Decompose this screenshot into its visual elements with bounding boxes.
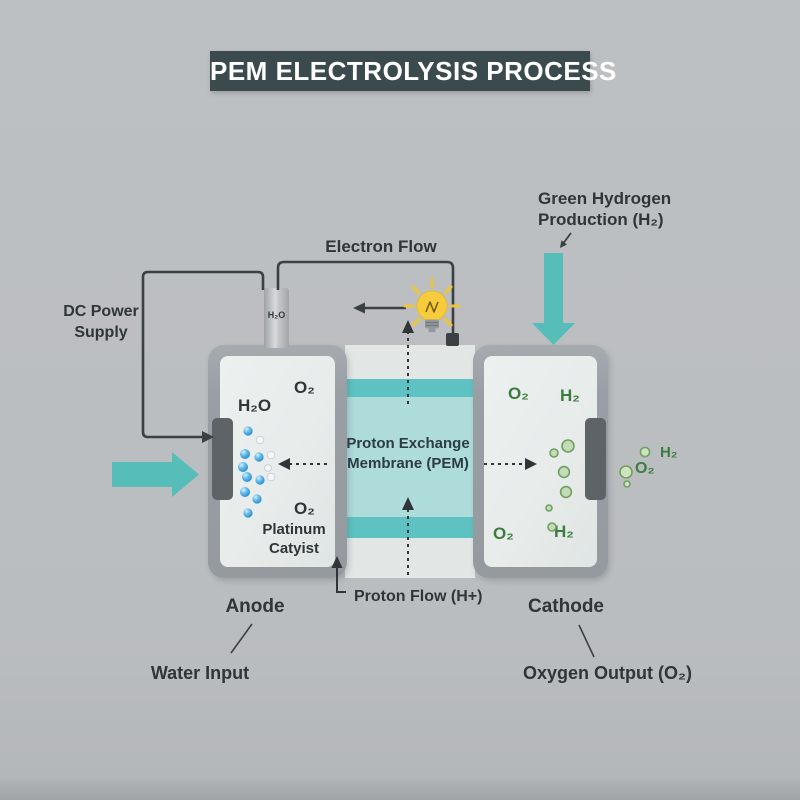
page-title: PEM ELECTROLYSIS PROCESS xyxy=(210,51,616,91)
cathode-electrode xyxy=(585,418,606,500)
water-inlet-tube-label: H₂O xyxy=(267,310,286,320)
platinum-catalyst-line2: Catyist xyxy=(268,540,320,557)
hydrogen-pointer-arrowhead xyxy=(560,240,567,248)
hydrogen-outside-label: H₂ xyxy=(660,444,678,461)
oxygen-outside-label: O₂ xyxy=(635,460,655,477)
proton-flow-label: Proton Flow (H+) xyxy=(354,588,483,605)
dc-power-supply-label: DC Power Supply xyxy=(55,301,147,343)
cathode-h2-top-label: H₂ xyxy=(560,386,580,405)
membrane-label-line1: Proton Exchange xyxy=(346,435,470,452)
cathode-o2-top-label: O₂ xyxy=(508,384,529,403)
dc-power-line2: Supply xyxy=(74,324,128,341)
anode-o2-top-label: O₂ xyxy=(294,378,315,397)
anode-o2-bottom-label: O₂ xyxy=(294,499,315,518)
cathode-label: Cathode xyxy=(528,596,604,617)
platinum-catalyst-label: Platinum Catyist xyxy=(248,520,340,558)
green-hydrogen-line1: Green Hydrogen xyxy=(538,189,672,208)
membrane-label-line2: Membrane (PEM) xyxy=(347,455,469,472)
oxygen-output-label: Oxygen Output (O₂) xyxy=(523,663,692,683)
proton-flow-arrowhead-top xyxy=(402,320,414,333)
green-hydrogen-line2: Production (H₂) xyxy=(538,210,664,229)
water-input-arrow xyxy=(112,452,199,497)
anode-electrode xyxy=(212,418,233,500)
electron-flow-label: Electron Flow xyxy=(325,237,437,256)
cathode-o2-bottom-label: O₂ xyxy=(493,524,514,543)
anode-label: Anode xyxy=(225,596,285,617)
hydrogen-output-arrow xyxy=(532,253,575,345)
anode-pointer-line xyxy=(230,623,253,654)
water-input-label: Water Input xyxy=(150,663,250,683)
cathode-h2-bottom-label: H₂ xyxy=(554,522,574,541)
membrane-label: Proton Exchange Membrane (PEM) xyxy=(342,434,474,474)
platinum-catalyst-line1: Platinum xyxy=(262,521,326,538)
membrane-top-strip xyxy=(330,379,490,397)
membrane-bottom-strip xyxy=(330,517,490,538)
cathode-cell-interior xyxy=(484,356,597,567)
dc-power-line1: DC Power xyxy=(63,303,139,320)
anode-h2o-label: H₂O xyxy=(238,396,272,415)
green-hydrogen-label: Green Hydrogen Production (H₂) xyxy=(538,188,688,230)
hydrogen-pointer-line xyxy=(561,232,572,246)
lightbulb-icon xyxy=(403,277,461,332)
electron-direction-arrowhead xyxy=(353,302,365,314)
cathode-pointer-line xyxy=(578,624,595,658)
electron-flow-wire xyxy=(276,260,455,335)
